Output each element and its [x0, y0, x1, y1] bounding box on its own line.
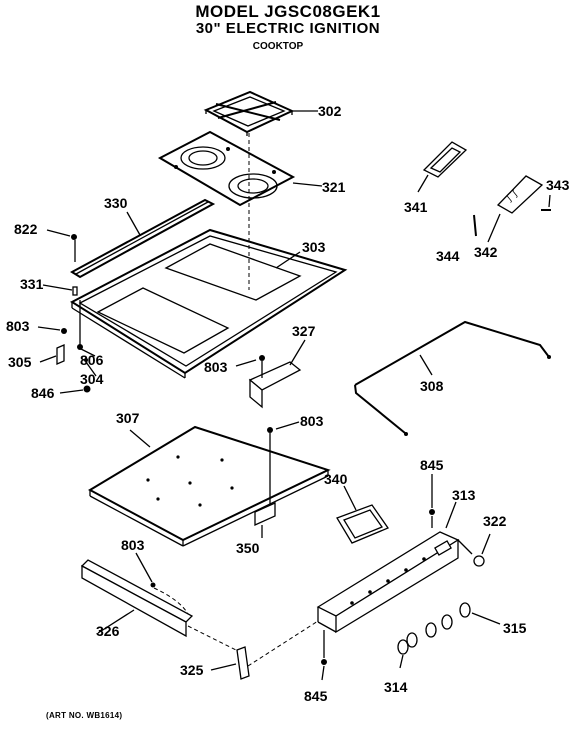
wire-harness-308: [354, 320, 551, 436]
cooktop-303: [69, 228, 348, 379]
label-344: 344: [436, 248, 460, 264]
bottom-panel-307: [87, 425, 331, 547]
label-326: 326: [96, 623, 120, 639]
label-340: 340: [324, 471, 348, 487]
button-322: [473, 533, 491, 567]
label-846: 846: [31, 385, 55, 401]
label-350: 350: [236, 540, 260, 556]
bracket-327: [248, 339, 306, 409]
label-331: 331: [20, 276, 44, 292]
model-title: MODEL JGSC08GEK1: [195, 2, 381, 21]
screw-803-mid: [235, 355, 265, 378]
label-343: 343: [546, 177, 570, 193]
label-330: 330: [104, 195, 128, 211]
screw-803-right: [267, 421, 300, 505]
label-321: 321: [322, 179, 346, 195]
label-303: 303: [302, 239, 326, 255]
bracket-305: [39, 344, 65, 365]
fastener-stack: [59, 300, 97, 394]
screw-845-lower: [321, 630, 327, 681]
label-314: 314: [384, 679, 408, 695]
label-341: 341: [404, 199, 428, 215]
clip-331: [42, 284, 78, 296]
label-822: 822: [14, 221, 38, 237]
label-313: 313: [452, 487, 476, 503]
label-845-lower: 845: [304, 688, 328, 704]
label-803-right: 803: [300, 413, 324, 429]
label-305: 305: [8, 354, 32, 370]
dash-connector-b: [247, 620, 319, 667]
section-title: COOKTOP: [252, 41, 304, 52]
label-803-lower: 803: [121, 537, 145, 553]
part-labels: 302 321 330 822 303 331 803 305 806 304 …: [6, 103, 570, 704]
burner-box-321: [157, 130, 323, 207]
label-304: 304: [80, 371, 104, 387]
bracket-350: [254, 501, 276, 538]
screw-845-upper: [429, 474, 435, 528]
label-325: 325: [180, 662, 204, 678]
label-308: 308: [420, 378, 444, 394]
label-315: 315: [503, 620, 527, 636]
knob-leader-315: [471, 612, 501, 625]
screw-803-lower: [135, 552, 189, 615]
trim-strip-330: [70, 198, 216, 279]
switch-341: [417, 141, 468, 193]
screw-343: [541, 194, 551, 211]
pin-344: [473, 214, 477, 237]
dash-connector-a: [187, 625, 237, 651]
switch-plate-342: ʃ ˙ʃ: [487, 175, 544, 243]
label-803-left: 803: [6, 318, 30, 334]
screw-822: [46, 229, 77, 262]
label-803-mid: 803: [204, 359, 228, 375]
label-327: 327: [292, 323, 316, 339]
screw-803-left: [37, 326, 67, 334]
art-number: (ART NO. WB1614): [46, 711, 123, 720]
control-panel-313: [316, 501, 473, 634]
knobs-314: [397, 602, 471, 669]
trim-326: [80, 559, 194, 638]
label-322: 322: [483, 513, 507, 529]
label-307: 307: [116, 410, 140, 426]
label-342: 342: [474, 244, 498, 260]
label-845-upper: 845: [420, 457, 444, 473]
bracket-325: [210, 646, 250, 680]
label-806: 806: [80, 352, 104, 368]
burner-grate-302: [203, 90, 318, 136]
label-302: 302: [318, 103, 342, 119]
model-subtitle: 30" ELECTRIC IGNITION: [195, 20, 381, 37]
bracket-340: [336, 485, 389, 544]
